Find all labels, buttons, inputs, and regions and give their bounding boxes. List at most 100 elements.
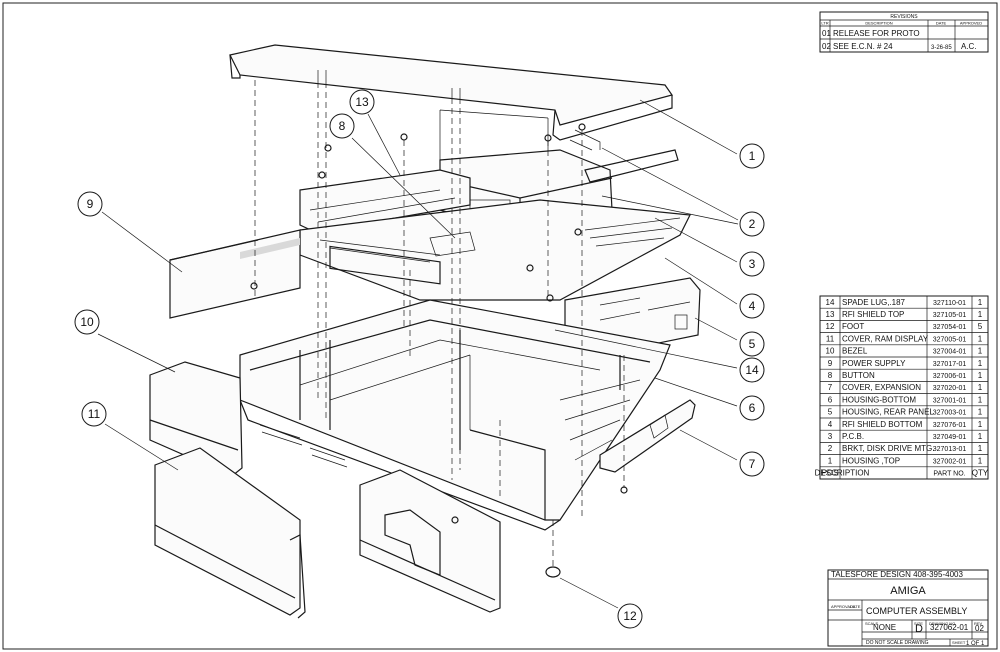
parts-list-row-7-pos: 8	[828, 371, 833, 380]
callout-10: 10	[74, 309, 176, 373]
callout-12-label: 12	[623, 609, 637, 623]
rev-value: 02	[975, 624, 984, 633]
parts-list-row-13-description: BRKT, DISK DRIVE MTG.	[842, 444, 934, 453]
callouts: 1 2 3 4 5 6 7	[74, 89, 765, 629]
housing-top	[229, 44, 673, 180]
parts-list-header-pos: POS	[822, 469, 839, 478]
parts-list-row-5-pos: 10	[826, 347, 835, 356]
callout-11: 11	[81, 401, 179, 471]
parts-list-row-13-part-no: 327013-01	[933, 446, 967, 453]
callout-13-label: 13	[355, 95, 369, 109]
callout-5: 5	[694, 317, 765, 357]
parts-list-row-11-qty: 1	[978, 420, 983, 429]
housing-bottom	[239, 299, 671, 531]
parts-list-header-description: DESCRIPTION	[815, 469, 870, 478]
parts-list-row-9-description: HOUSING-BOTTOM	[842, 395, 916, 404]
revisions-title: REVISIONS	[890, 14, 918, 20]
parts-list-row-3-part-no: 327054-01	[933, 324, 967, 331]
revisions-header-date: DATE	[936, 21, 947, 26]
parts-list-row-1-description: SPADE LUG,.187	[842, 298, 906, 307]
parts-list-row-12-description: P.C.B.	[842, 432, 864, 441]
callout-13: 13	[349, 89, 401, 176]
callout-2: 2	[601, 147, 765, 237]
parts-list-row-11-description: RFI SHIELD BOTTOM	[842, 420, 923, 429]
parts-list-row-5-description: BEZEL	[842, 347, 868, 356]
callout-8: 8	[329, 113, 456, 239]
parts-list-header-qty: QTY	[972, 469, 989, 478]
parts-list-row-7-part-no: 327006-01	[933, 373, 967, 380]
parts-list-row-9-part-no: 327001-01	[933, 397, 967, 404]
bezel	[149, 361, 243, 477]
parts-list-row-9-pos: 6	[828, 395, 833, 404]
parts-list-row-4-qty: 1	[978, 334, 983, 343]
parts-list-row-4-pos: 11	[826, 334, 835, 343]
parts-list-row-4-description: COVER, RAM DISPLAY	[842, 334, 929, 343]
parts-list-row-6-pos: 9	[828, 359, 833, 368]
callout-1-label: 1	[749, 149, 756, 163]
parts-list-row-1-part-no: 327110-01	[933, 300, 966, 307]
parts-list-row-5-qty: 1	[978, 347, 983, 356]
callout-9-label: 9	[87, 197, 94, 211]
callout-2-label: 2	[749, 217, 756, 231]
parts-list-row-14-part-no: 327002-01	[933, 458, 967, 465]
callout-7-label: 7	[749, 457, 756, 471]
title-block-title: COMPUTER ASSEMBLY	[866, 606, 967, 616]
callout-3: 3	[654, 217, 765, 277]
callout-9: 9	[77, 191, 183, 273]
parts-list-row-13-qty: 1	[978, 444, 983, 453]
date-label: DATE	[850, 604, 861, 609]
parts-list-row-7-description: BUTTON	[842, 371, 875, 380]
parts-list-row-6-qty: 1	[978, 359, 983, 368]
parts-list-row-10-description: HOUSING, REAR PANEL	[842, 408, 934, 417]
revision-1-description: RELEASE FOR PROTO	[833, 29, 920, 38]
parts-list-row-2-description: RFI SHIELD TOP	[842, 310, 904, 319]
revision-1-ltr: 01	[822, 29, 831, 38]
parts-list-row-10-part-no: 327003-01	[933, 410, 967, 417]
parts-list-row-2-pos: 13	[826, 310, 835, 319]
parts-list-row-3-qty: 5	[978, 322, 983, 331]
parts-list-row-2-part-no: 327105-01	[933, 312, 967, 319]
parts-list-row-3-description: FOOT	[842, 322, 864, 331]
parts-list-row-8-qty: 1	[978, 383, 983, 392]
callout-14: 14	[554, 329, 765, 383]
parts-list-row-10-pos: 5	[828, 408, 833, 417]
power-supply	[169, 229, 301, 319]
size-label: SIZE	[914, 621, 923, 626]
parts-list-row-14-qty: 1	[978, 456, 983, 465]
parts-list-row-11-pos: 4	[828, 420, 833, 429]
pcb-board	[299, 199, 691, 301]
title-block: TALESFORE DESIGN 408-395-4003 AMIGA APPR…	[827, 569, 989, 647]
assembly-lines	[254, 80, 625, 566]
callout-11-label: 11	[88, 407, 101, 421]
parts-list-frame	[819, 295, 989, 480]
front-bezel	[359, 469, 501, 613]
revisions-header-description: DESCRIPTION	[865, 21, 892, 26]
parts-list-row-5-part-no: 327004-01	[933, 349, 967, 356]
parts-list-row-6-description: POWER SUPPLY	[842, 359, 906, 368]
revisions-header-ltr: LTR	[821, 21, 828, 26]
revisions-table: REVISIONS LTR DESCRIPTION DATE APPROVED …	[819, 11, 989, 53]
expansion-cover	[599, 399, 696, 473]
rev-label: REV	[974, 621, 983, 626]
parts-list-row-10-qty: 1	[978, 408, 983, 417]
callout-4: 4	[664, 257, 765, 319]
scale-value: NONE	[873, 623, 896, 632]
sheet-value: 1 OF 1	[966, 641, 985, 647]
rfi-shield-top	[299, 169, 471, 233]
callout-8-label: 8	[339, 119, 346, 133]
title-block-company: TALESFORE DESIGN 408-395-4003	[831, 570, 963, 579]
sheet-label: SHEET	[952, 640, 966, 645]
parts-list-row-8-description: COVER, EXPANSION	[842, 383, 921, 392]
revisions-header-approved: APPROVED	[960, 21, 982, 26]
parts-list-row-8-part-no: 327020-01	[933, 385, 967, 392]
exploded-view	[149, 44, 701, 619]
callout-7: 7	[679, 429, 765, 477]
parts-list-row-12-pos: 3	[828, 432, 833, 441]
revision-2-description: SEE E.C.N. # 24	[833, 42, 893, 51]
approvals-label: APPROVALS	[831, 604, 855, 609]
callout-14-label: 14	[745, 363, 759, 377]
callout-12: 12	[559, 577, 643, 629]
